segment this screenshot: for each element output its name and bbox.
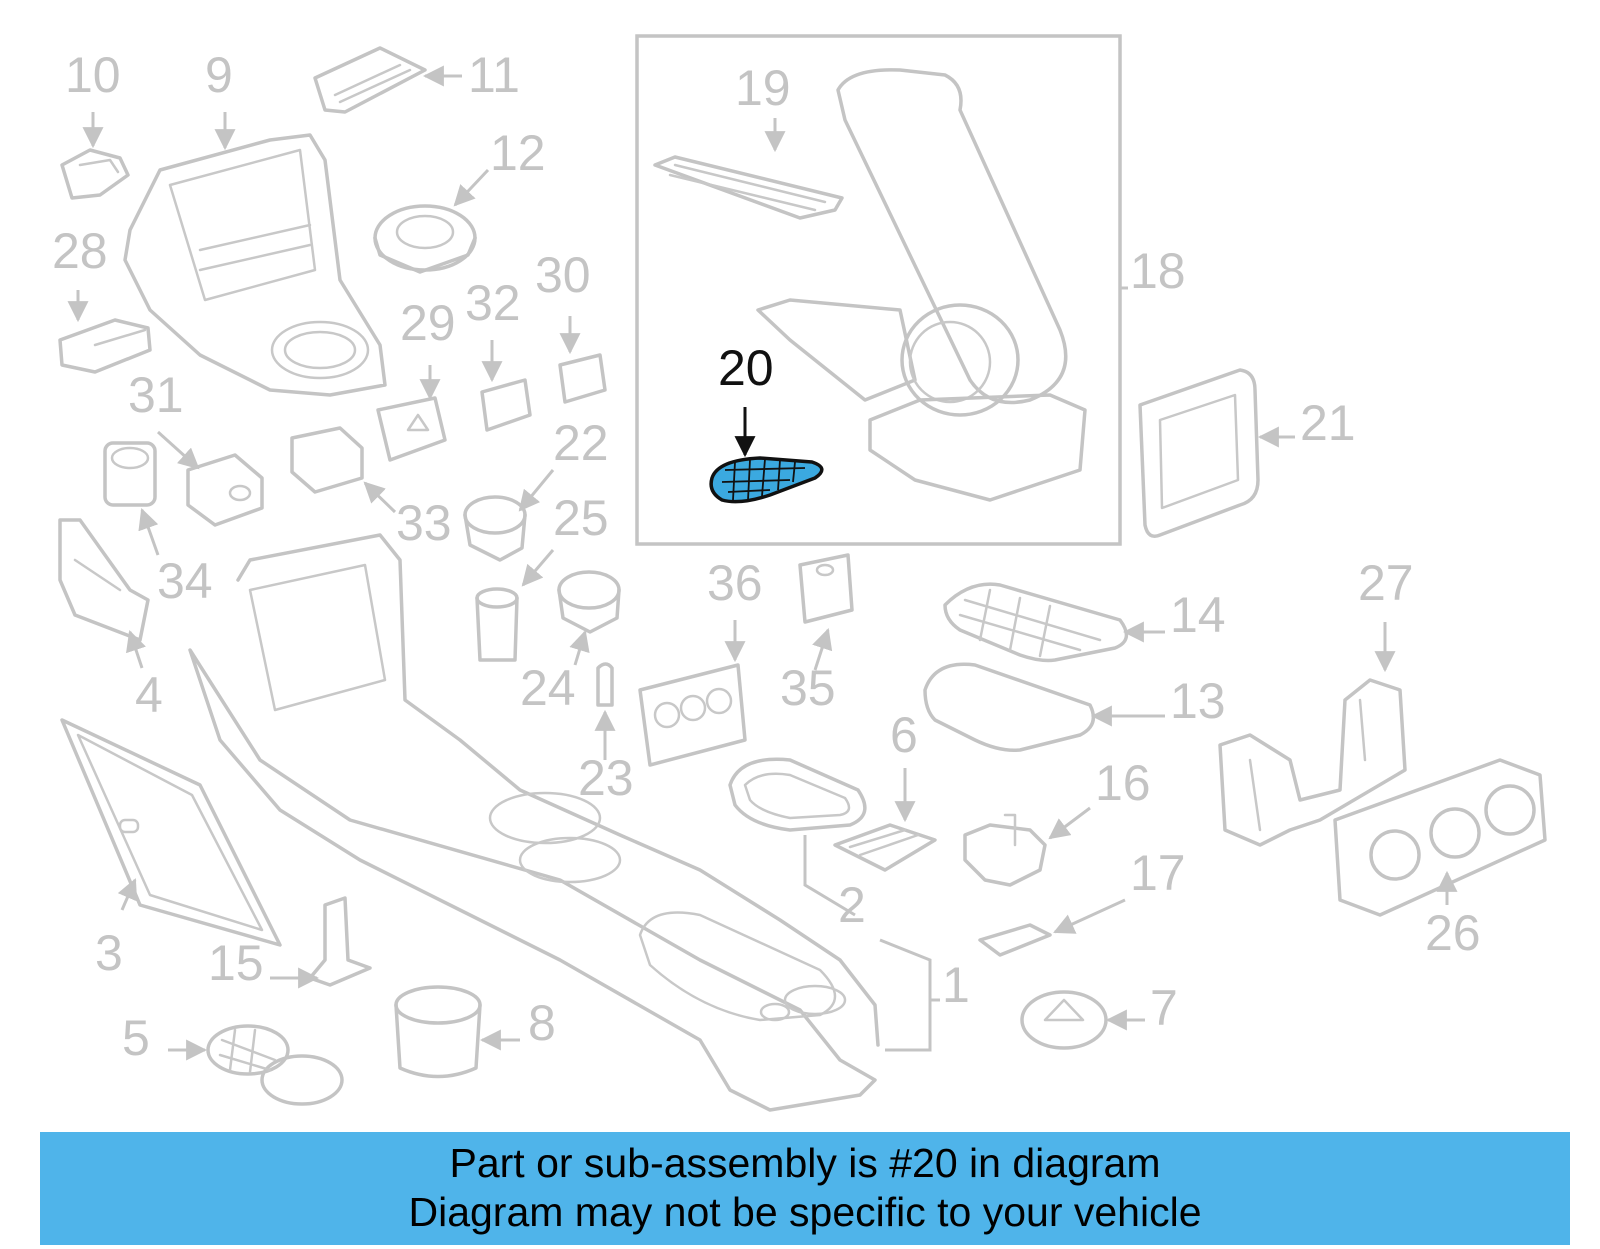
callout-34: 34 xyxy=(157,553,213,609)
info-banner: Part or sub-assembly is #20 in diagram D… xyxy=(40,1132,1570,1245)
part-24-cap xyxy=(557,570,621,634)
part-21-lid xyxy=(1138,368,1260,538)
part-30-switch xyxy=(558,353,607,404)
callout-30: 30 xyxy=(535,247,591,303)
callout-21: 21 xyxy=(1300,395,1356,451)
leader-22 xyxy=(518,469,555,512)
callout-11: 11 xyxy=(468,47,520,103)
part-15-bracket xyxy=(308,896,372,987)
part-28-switch xyxy=(58,318,152,374)
callout-36: 36 xyxy=(707,555,763,611)
callout-26: 26 xyxy=(1425,905,1481,961)
callout-20[interactable]: 20 xyxy=(718,340,774,396)
leader-2-bracket xyxy=(879,938,932,1052)
part-34-switch xyxy=(103,441,157,507)
callout-14: 14 xyxy=(1170,587,1226,643)
part-17-clip xyxy=(978,923,1052,957)
part-20-highlighted[interactable] xyxy=(709,456,824,504)
part-36-panel xyxy=(638,663,747,767)
part-31-switch xyxy=(186,453,264,527)
leader-16 xyxy=(1048,806,1091,840)
part-2-ring xyxy=(728,757,867,832)
leader-lines xyxy=(67,65,1458,1061)
callout-1: 1 xyxy=(942,957,970,1013)
banner-line-1: Part or sub-assembly is #20 in diagram xyxy=(449,1140,1161,1186)
part-10-clip xyxy=(60,148,130,200)
callout-29: 29 xyxy=(400,295,456,351)
callout-8: 8 xyxy=(528,995,556,1051)
part-19-mat xyxy=(653,155,844,220)
callout-24: 24 xyxy=(520,660,576,716)
callout-7: 7 xyxy=(1150,980,1178,1036)
leader-4 xyxy=(126,630,146,669)
callout-23: 23 xyxy=(578,750,634,806)
callout-3: 3 xyxy=(95,925,123,981)
part-25-socket xyxy=(475,587,519,662)
part-23-bulb xyxy=(596,662,614,707)
part-4-bracket xyxy=(58,518,150,642)
part-7-disc xyxy=(1020,990,1108,1050)
leader-35 xyxy=(812,628,833,671)
part-16-bracket xyxy=(963,813,1047,887)
part-5-mats xyxy=(206,1024,344,1106)
callout-25: 25 xyxy=(553,490,609,546)
callout-5: 5 xyxy=(122,1010,150,1066)
callout-22: 22 xyxy=(553,415,609,471)
callout-16: 16 xyxy=(1095,755,1151,811)
callout-10: 10 xyxy=(65,47,121,103)
callout-28: 28 xyxy=(52,223,108,279)
callout-32: 32 xyxy=(465,275,521,331)
part-35-switch xyxy=(798,553,854,624)
part-8-cup xyxy=(394,985,482,1079)
part-12-knob xyxy=(373,204,477,274)
part-13-pad xyxy=(923,662,1096,753)
leader-24 xyxy=(569,629,590,666)
part-29-switch xyxy=(376,396,447,462)
callout-18: 18 xyxy=(1130,243,1186,299)
leader-2-to-part xyxy=(803,835,856,917)
callout-9: 9 xyxy=(205,47,233,103)
callout-31: 31 xyxy=(128,367,184,423)
part-6-mat xyxy=(833,823,937,872)
callout-12: 12 xyxy=(490,125,546,181)
leader-33 xyxy=(363,481,397,514)
leader-17 xyxy=(1053,898,1126,934)
part-18-armrest xyxy=(756,68,1087,502)
leader-31 xyxy=(156,430,200,470)
part-26-control-panel xyxy=(1333,758,1547,917)
part-27-housing xyxy=(1218,678,1407,847)
leader-34 xyxy=(138,508,160,556)
callout-4: 4 xyxy=(135,667,163,723)
part-9-upper-trim xyxy=(123,133,387,397)
callout-2: 2 xyxy=(838,877,866,933)
part-22-cap xyxy=(463,495,527,562)
leader-12 xyxy=(453,168,490,207)
callout-27: 27 xyxy=(1358,555,1414,611)
part-32-switch xyxy=(480,378,532,432)
callout-17: 17 xyxy=(1130,845,1186,901)
leader-25 xyxy=(521,549,555,587)
part-1-main-console xyxy=(188,533,880,1112)
leader-3 xyxy=(117,878,138,911)
banner-line-2: Diagram may not be specific to your vehi… xyxy=(408,1189,1202,1235)
callout-35: 35 xyxy=(780,660,836,716)
callout-33: 33 xyxy=(396,495,452,551)
callout-15: 15 xyxy=(208,935,264,991)
armrest-inset-frame xyxy=(635,34,1122,546)
part-14-mat xyxy=(943,582,1129,663)
callout-19: 19 xyxy=(735,60,791,116)
callout-13: 13 xyxy=(1170,673,1226,729)
part-11-tray xyxy=(313,46,427,114)
part-33-switch xyxy=(290,426,364,494)
part-3-side-panel xyxy=(60,718,282,947)
callout-6: 6 xyxy=(890,707,918,763)
